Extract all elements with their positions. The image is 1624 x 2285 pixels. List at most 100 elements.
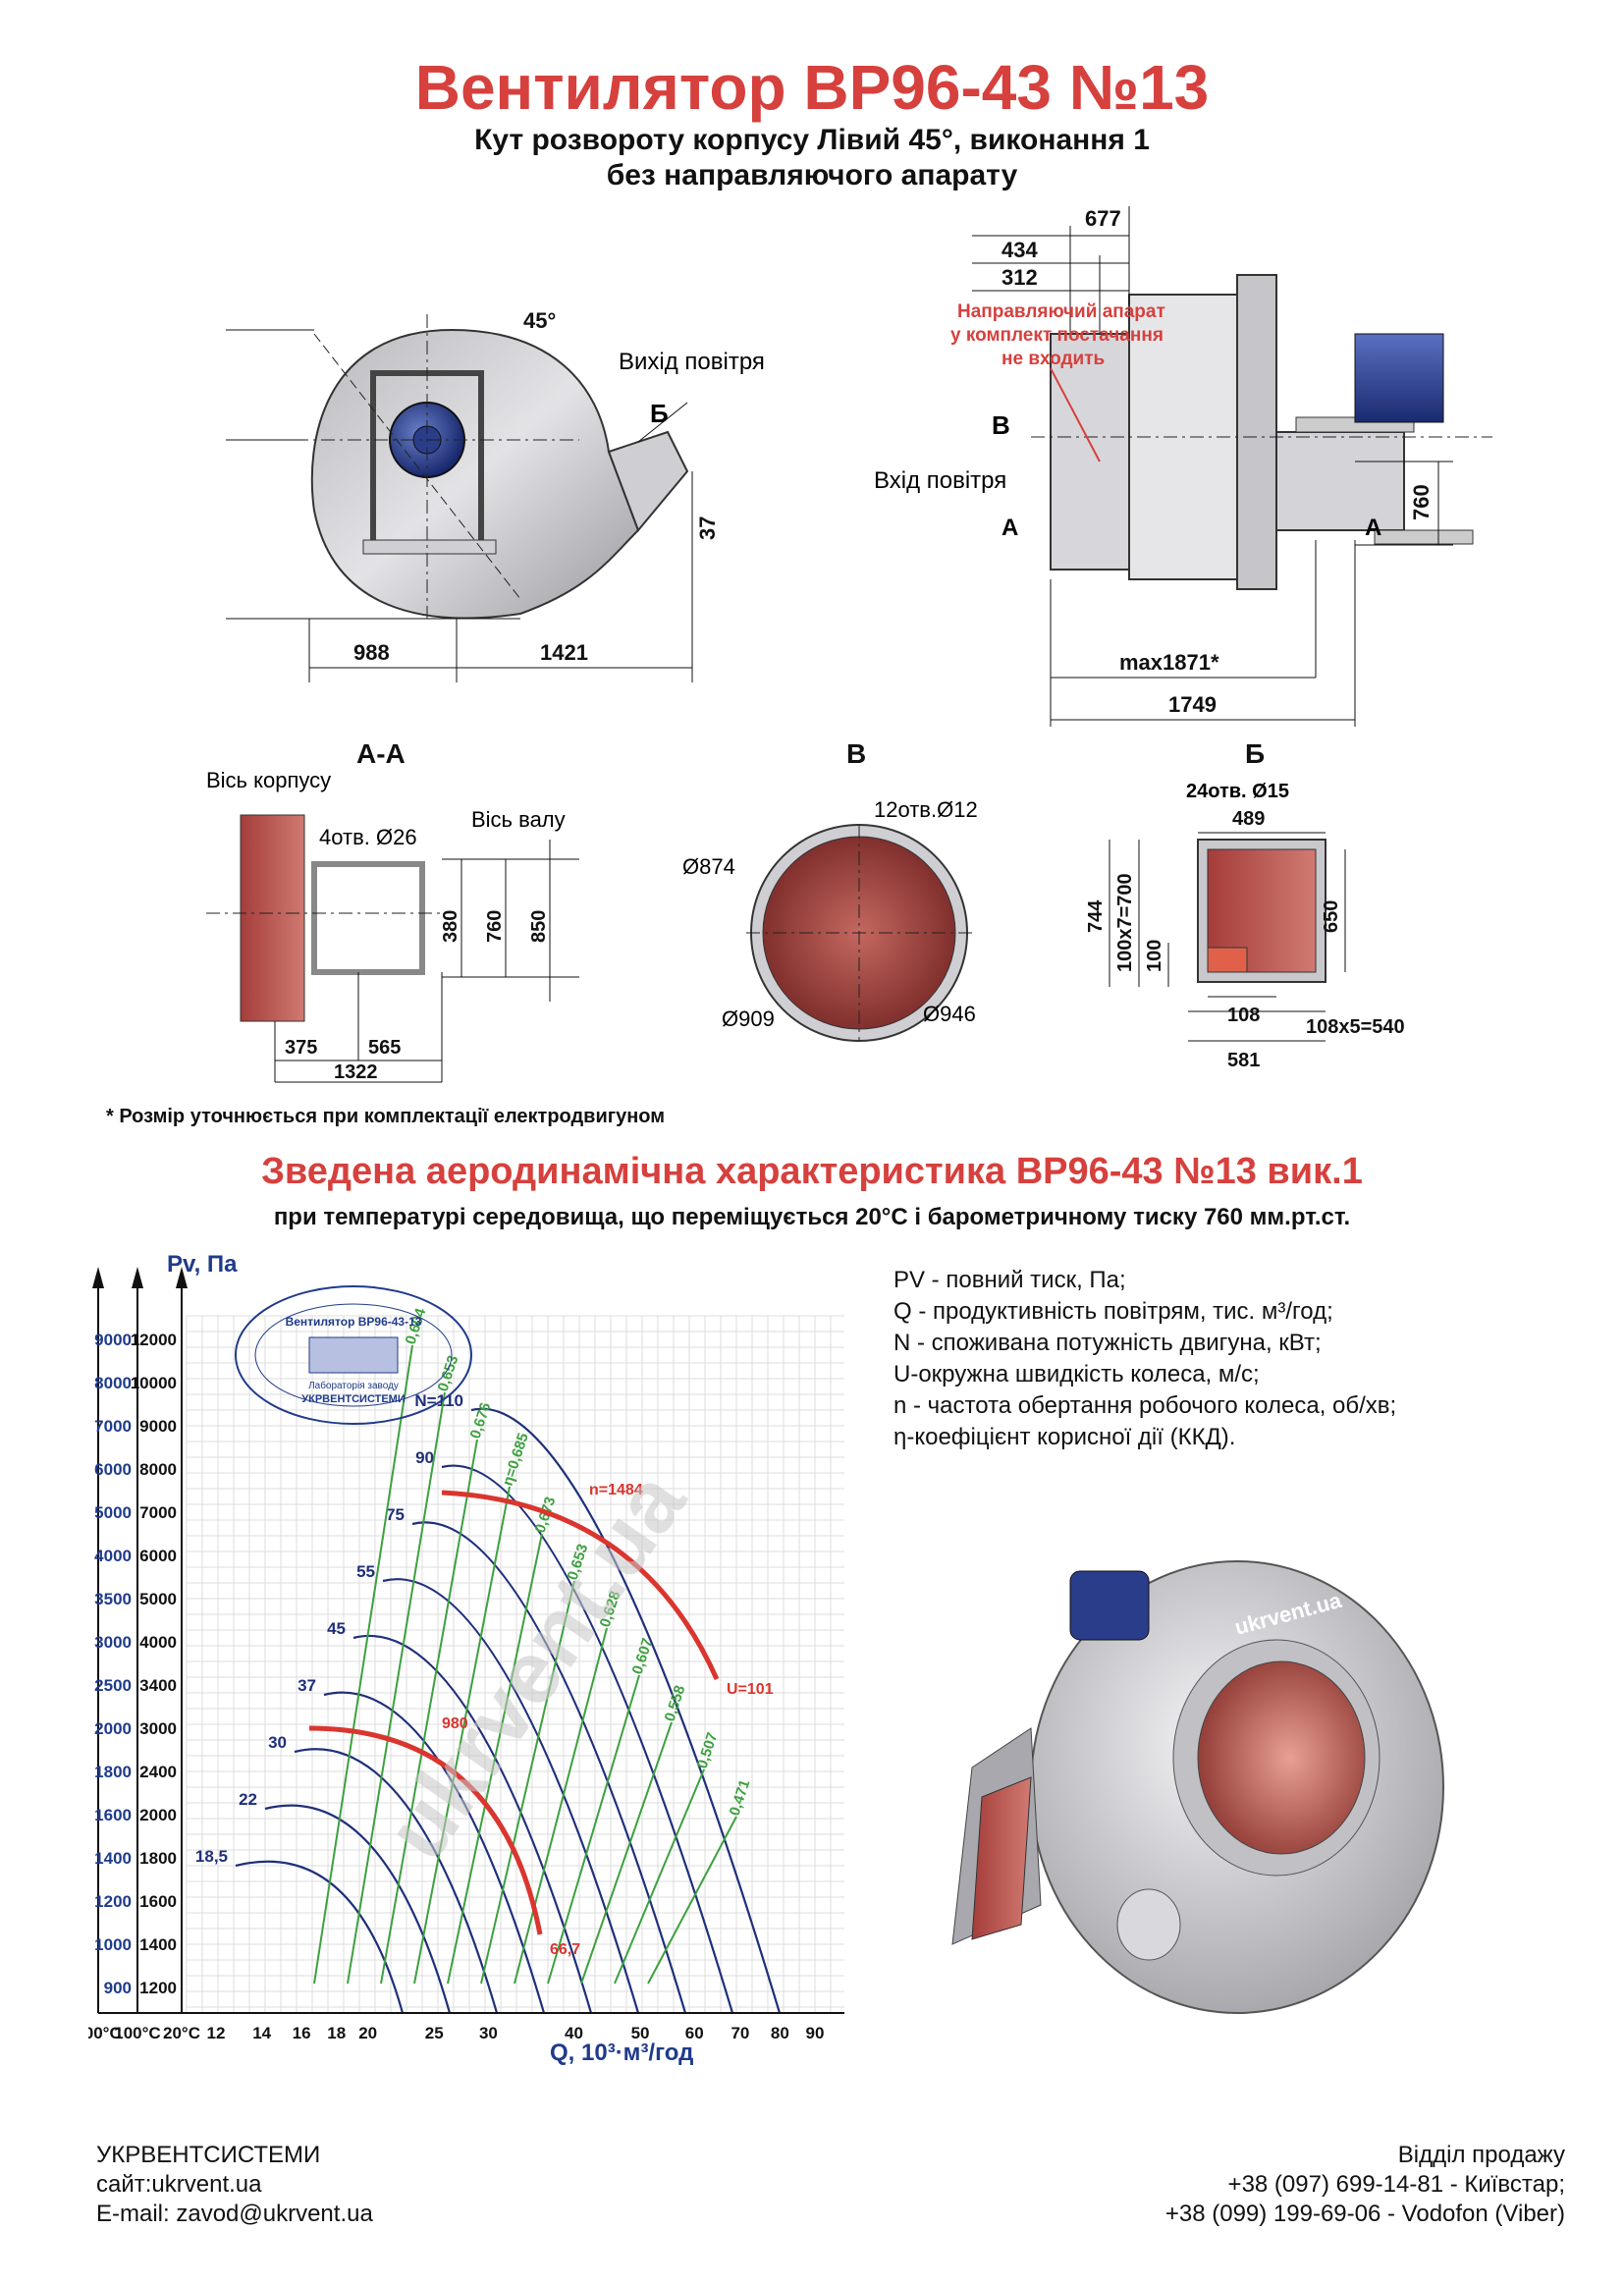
holes-b-label: 24отв. Ø15 [1186,781,1289,802]
power-label: 18,5 [195,1847,228,1866]
stamp-line1: Вентилятор ВР96-43-13 [286,1315,422,1329]
dim-850: 850 [528,910,550,943]
arrow-100c [132,1267,143,1288]
y-tick-label: 12000 [131,1331,177,1349]
efficiency-line [313,1344,413,1985]
y-tick-label: 7000 [94,1417,132,1436]
y-tick-label: 900 [104,1979,132,1997]
dim-1421: 1421 [540,640,588,665]
dim-744: 744 [1085,899,1107,933]
efficiency-line [480,1580,575,1985]
y-tick-label: 2400 [139,1763,177,1781]
dim-108: 108 [1227,1005,1260,1026]
y-tick-label: 4000 [139,1633,177,1652]
chart-grid [186,1315,844,2013]
side-view-drawing: 677 434 312 Направляючий апарат у компле… [874,206,1492,727]
dim-760-aa: 760 [484,910,506,943]
x-temp-label: 100°С [114,2024,160,2042]
section-b-drawing: 24отв. Ø15 489 744 100x7=700 100 650 108… [1085,781,1405,1071]
y-tick-label: 5000 [94,1503,132,1522]
dim-100x7: 100x7=700 [1114,873,1136,972]
power-label: 55 [356,1562,375,1581]
footer-phone1[interactable]: +38 (097) 699-14-81 - Київстар; [1227,2171,1565,2198]
power-curve [352,1635,593,2014]
y-tick-label: 7000 [139,1503,177,1522]
holes-aa-label: 4отв. Ø26 [319,825,417,849]
arrow-20c [176,1267,188,1288]
dim-380: 380 [440,910,461,943]
y-tick-label: 1200 [94,1892,132,1911]
x-axis-label: Q, 10³·м³/год [550,2040,693,2066]
y-tick-label: 9000 [94,1331,132,1349]
dim-1322: 1322 [334,1061,378,1083]
footer-sales-block: Відділ продажу +38 (097) 699-14-81 - Киї… [1165,2141,1565,2229]
lab-stamp: Вентилятор ВР96-43-13 Лабораторія заводу… [235,1285,472,1425]
dim-988: 988 [353,640,390,665]
y-tick-label: 1000 [94,1935,132,1954]
legend-eta: η-коефіцієнт корисної дії (ККД). [893,1424,1236,1450]
aerodynamic-chart: 18,522303745557590N=1100,6040,6530,676η=… [88,1251,844,2066]
x-tick-label: 20 [358,2024,377,2042]
speed-label-1484: n=1484 [589,1482,643,1498]
note-line3: не входить [1001,349,1105,369]
y-tick-label: 3400 [139,1676,177,1695]
power-label: 22 [239,1790,257,1809]
x-tick-label: 40 [565,2024,583,2042]
footer-phone2[interactable]: +38 (099) 199-69-06 - Vodofon (Viber) [1164,2201,1565,2227]
y-tick-label: 6000 [94,1460,132,1479]
power-label: 90 [415,1448,434,1467]
note-line2: у комплект постачання [950,325,1164,346]
y-tick-label: 3000 [94,1633,132,1652]
efficiency-line [614,1768,705,1985]
efficiency-label: 0,676 [467,1400,495,1441]
note-line1: Направляючий апарат [957,301,1165,322]
dim-489: 489 [1232,808,1265,830]
y-tick-labels: 7000600050004000350030002500200018001600… [94,1331,177,1997]
speed-curve-980 [308,1725,543,1935]
efficiency-line [447,1533,543,1985]
x-tick-label: 16 [293,2024,311,2042]
end-label-66-7: 66,7 [550,1941,580,1958]
section-a-right: А [1365,515,1381,541]
page-subtitle-line1: Кут розвороту корпусу Лівий 45°, виконан… [474,124,1150,156]
x-tick-label: 18 [327,2024,346,2042]
chart-section-subtitle: при температурі середовища, що переміщує… [273,1204,1351,1230]
footer-company-block: УКРВЕНТСИСТЕМИ сайт:ukrvent.ua E-mail: z… [96,2141,373,2229]
x-temp-label: 20°С [163,2024,200,2042]
section-aa-drawing: Вісь корпусу 4отв. Ø26 Вісь валу 380 760… [206,768,579,1083]
footer-email[interactable]: E-mail: zavod@ukrvent.ua [96,2201,373,2227]
efficiency-line [413,1486,511,1985]
dia-946: Ø946 [923,1002,976,1026]
dim-312: 312 [1001,265,1038,290]
y-tick-label: 5000 [139,1590,177,1608]
holes-v-label: 12отв.Ø12 [874,797,978,822]
y-tick-label: 1600 [139,1892,177,1911]
legend-u: U-окружна швидкість колеса, м/с; [893,1361,1260,1387]
legend-nrpm: n - частота обертання робочого колеса, о… [893,1392,1397,1419]
front-view-drawing: 858 1118 988 1421 37 45° Вихід повітря Б [226,308,765,682]
y-tick-label: 1400 [94,1849,132,1868]
y-tick-label: 2500 [94,1676,132,1695]
speed-label-980: 980 [442,1715,468,1732]
x-tick-label: 14 [252,2024,271,2042]
footer-sales: Відділ продажу [1397,2142,1565,2168]
section-v-marker: В [992,410,1010,440]
dim-max1871: max1871* [1119,650,1219,675]
speed-curve-1484 [441,1490,720,1681]
stamp-line2: Лабораторія заводу [308,1380,399,1391]
dim-37: 37 [695,517,720,540]
footnote: * Розмір уточнюється при комплектації ел… [106,1106,666,1127]
dim-581: 581 [1227,1050,1260,1071]
end-label-u101: U=101 [727,1681,774,1698]
page-title: Вентилятор ВР96-43 №13 [414,52,1210,123]
dia-874: Ø874 [682,854,735,879]
legend-pv: PV - повний тиск, Па; [893,1267,1126,1293]
y-tick-label: 1800 [139,1849,177,1868]
footer-site[interactable]: сайт:ukrvent.ua [96,2171,262,2198]
efficiency-label: 0,607 [629,1636,657,1676]
power-curve [382,1578,640,2014]
y-tick-label: 10000 [131,1374,177,1392]
y-tick-label: 2000 [139,1806,177,1824]
power-curve [411,1521,687,2014]
y-tick-label: 4000 [94,1547,132,1565]
